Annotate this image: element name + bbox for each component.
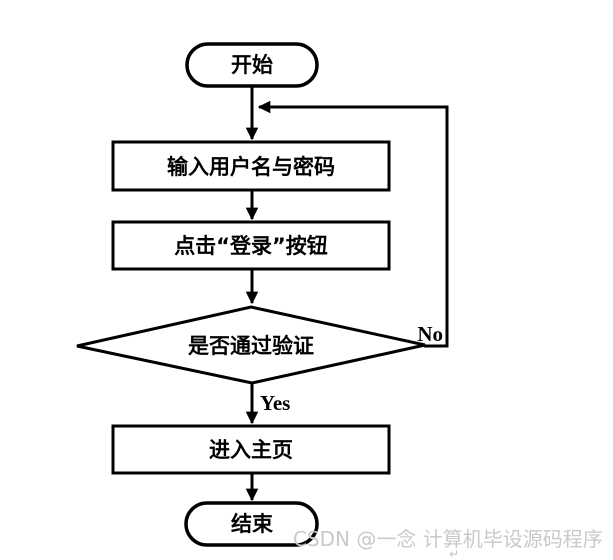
click-login-process-shape [111, 220, 391, 271]
start-terminator-label: 开始 [231, 53, 273, 77]
input-credentials-process-shape [111, 140, 391, 192]
return-mark: ↵ [449, 547, 459, 560]
end-terminator-shape [184, 501, 319, 547]
edge-label-no: No [417, 322, 443, 346]
start-terminator-shape [185, 42, 319, 88]
input-credentials-process-label: 输入用户名与密码 [167, 155, 335, 179]
verify-decision-shape [76, 305, 426, 385]
enter-home-process-label: 进入主页 [209, 438, 293, 462]
enter-home-process-shape [111, 424, 391, 475]
edge-label-yes: Yes [260, 391, 290, 415]
edge-decision-no-loop [257, 100, 449, 348]
end-terminator-label: 结束 [231, 512, 274, 536]
verify-decision-label: 是否通过验证 [188, 334, 314, 358]
click-login-process-label: 点击“登录”按钮 [174, 234, 328, 258]
csdn-watermark: CSDN @一念 计算机毕设源码程序 [293, 527, 603, 551]
